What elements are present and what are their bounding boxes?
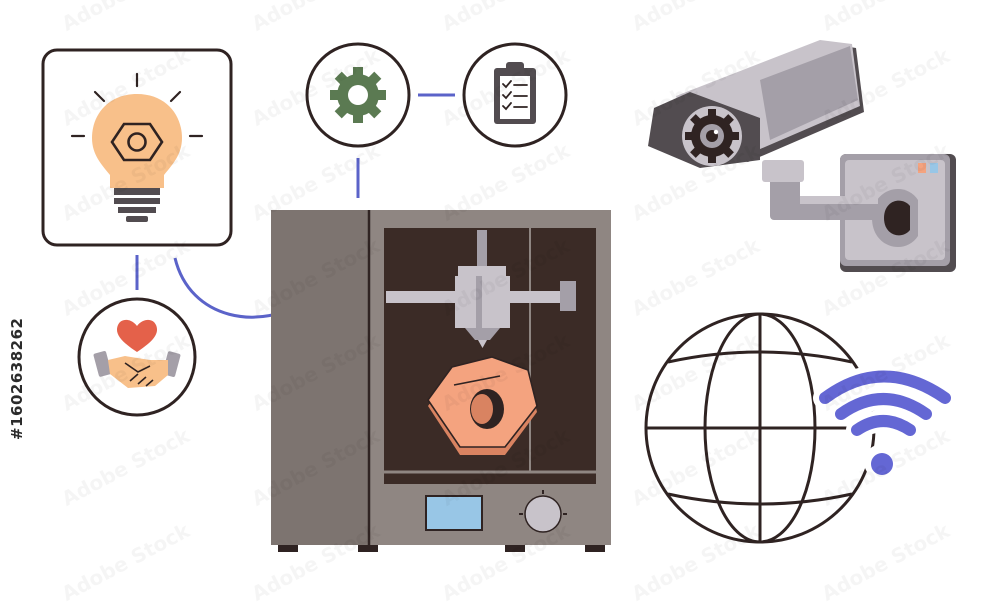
printer-knob — [519, 490, 567, 533]
camera-housing — [648, 40, 864, 168]
gear-tooth — [353, 110, 363, 123]
settings-circle — [305, 42, 411, 148]
3d-printer — [271, 210, 611, 552]
partnership-circle — [77, 297, 197, 417]
camera-lens-gear-icon — [682, 106, 742, 166]
printer-display — [426, 496, 482, 530]
clipboard-checklist-icon — [494, 62, 536, 124]
handshake-heart-icon — [93, 319, 181, 388]
gear-hole — [348, 85, 368, 105]
globe-icon — [644, 312, 876, 544]
lightbulb-with-nut-icon — [70, 72, 204, 222]
printed-nut-icon — [427, 356, 538, 455]
gear-tooth — [353, 67, 363, 80]
wifi-icon — [813, 364, 957, 480]
print-head — [455, 266, 510, 348]
printer-foot — [585, 543, 605, 552]
printer-foot — [278, 543, 298, 552]
security-camera — [648, 40, 956, 272]
idea-card — [41, 48, 233, 247]
printer-foot — [505, 543, 525, 552]
printer-side-panel — [271, 210, 369, 545]
stock-id-label: #1602638262 — [8, 317, 26, 440]
checklist-circle — [462, 42, 568, 148]
printer-foot — [358, 543, 378, 552]
